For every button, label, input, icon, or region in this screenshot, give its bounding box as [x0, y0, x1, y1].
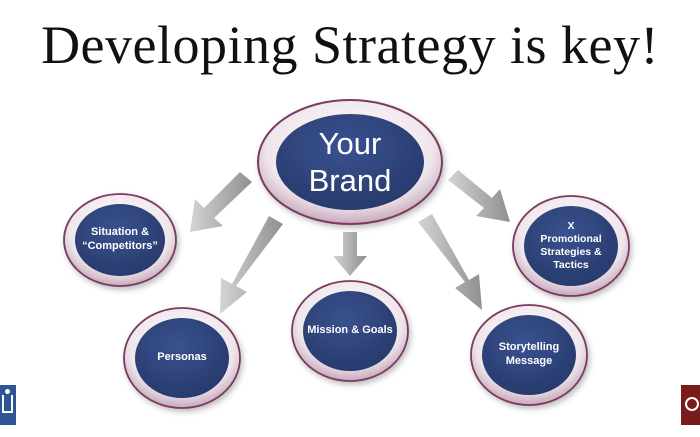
- node-storytelling: [470, 304, 588, 406]
- arrow-to-personas: [220, 216, 283, 314]
- page-title: Developing Strategy is key!: [41, 15, 659, 75]
- arrow-to-situation: [190, 172, 252, 232]
- node-personas: [123, 307, 241, 409]
- node-mission: [291, 280, 409, 382]
- arrow-to-mission: [333, 232, 367, 276]
- node-personas-label: Personas: [157, 351, 207, 364]
- copyright-icon: [681, 385, 700, 425]
- center-node-label: Your Brand: [308, 125, 392, 198]
- node-mission-label: Mission & Goals: [307, 324, 393, 337]
- node-storytelling-label: Storytelling Message: [498, 341, 560, 367]
- person-icon: [0, 385, 16, 425]
- node-situation-label: Situation & “Competitors”: [82, 226, 158, 252]
- arrow-to-promotional: [448, 170, 510, 222]
- node-situation: [63, 193, 177, 287]
- node-promotional-label: X Promotional Strategies & Tactics: [540, 219, 602, 272]
- center-node-brand: [257, 99, 443, 225]
- node-promotional: [512, 195, 630, 297]
- arrow-to-storytelling: [418, 214, 482, 310]
